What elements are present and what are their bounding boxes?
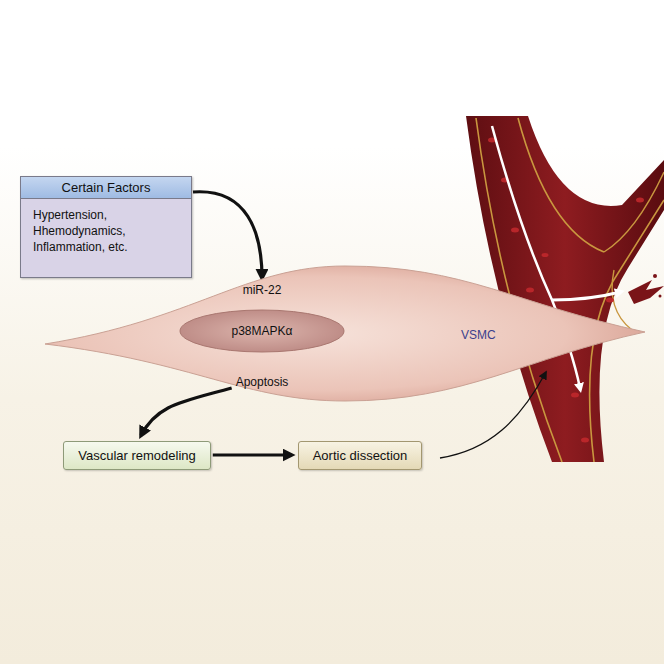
protein-label: p38MAPKα [232, 324, 293, 338]
vsmc-cell: VSMC miR-22 p38MAPKαApoptosis [45, 262, 645, 404]
cell-process-label: miR-22 [241, 282, 284, 298]
process-box: Vascular remodeling [63, 441, 211, 470]
connector-arrow [213, 453, 292, 456]
box-label: Vascular remodeling [78, 448, 196, 463]
cell-process-label: Apoptosis [234, 374, 291, 390]
connector-arrow [193, 192, 262, 278]
vessel-wall [466, 116, 664, 462]
box-label: Aortic dissection [313, 448, 408, 463]
connector-arrow [141, 388, 232, 436]
box-body: Hypertension, Hhemodynamics, Inflammatio… [21, 199, 151, 277]
nucleus: p38MAPKα [179, 309, 345, 353]
cell-outline [45, 262, 645, 404]
factor-box: Certain FactorsHypertension, Hhemodynami… [20, 176, 192, 278]
cell-label: VSMC [461, 328, 496, 342]
box-heading: Certain Factors [21, 177, 191, 199]
process-label: miR-22 [243, 283, 282, 297]
process-label: Apoptosis [236, 375, 289, 389]
process-box: Aortic dissection [298, 441, 423, 470]
